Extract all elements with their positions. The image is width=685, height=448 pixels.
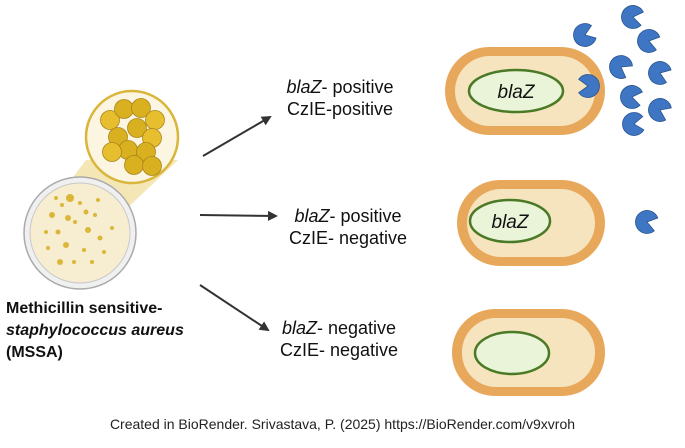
petri-dish [23,176,137,290]
arrow-to-branch-2 [199,210,278,221]
gene-status: - positive [329,206,402,226]
colony [49,212,55,218]
coccus [131,98,151,118]
colony [72,260,76,264]
colony [55,229,61,235]
organism-line-2: staphylococcus aureus [6,322,184,339]
bacterium-cell-3 [452,309,605,396]
blaz-plasmid [467,68,565,114]
coccus [127,118,147,138]
pacman-enzyme-icon [621,5,644,29]
colony [83,209,89,215]
colony [65,215,71,221]
czie-status: CzIE-positive [286,99,394,119]
colony [96,198,100,202]
branch-2-label: blaZ- positive CzIE- negative [278,205,418,249]
branch-3-label: blaZ- negative CzIE- negative [266,317,412,361]
coccus [145,110,165,130]
blaz-plasmid [468,198,552,244]
coccus [100,110,120,130]
pacman-enzyme-icon [648,61,672,85]
gene-name: blaZ [286,77,322,97]
colony [44,230,48,234]
arrow-to-branch-3 [199,284,270,332]
bacterium-cell-1: blaZ [445,47,605,135]
organism-line-1: Methicillin sensitive- [6,300,163,317]
pacman-enzyme-icon [620,85,643,109]
colony [63,242,69,248]
czie-status: CzIE- negative [279,340,399,360]
arrow-to-branch-1 [202,115,272,157]
colony [90,260,94,264]
colony [82,248,86,252]
empty-plasmid [473,330,551,376]
gene-name: blaZ [294,206,330,226]
pacman-enzyme-icon [635,210,659,234]
colony [102,250,106,254]
pacman-enzyme-icon [573,23,597,47]
colony [85,227,91,233]
blaz-label: blaZ [498,82,536,103]
coccus [102,142,122,162]
organism-label: Methicillin sensitive- staphylococcus au… [6,298,184,364]
colony [97,235,103,241]
cocci-cluster [100,98,165,176]
colony [93,213,97,217]
gene-status: - negative [316,318,397,338]
gene-name: blaZ [281,318,317,338]
pacman-enzyme-icon [648,98,672,122]
colony [78,201,82,205]
pacman-enzyme-icon [637,29,661,53]
colony [46,246,50,250]
organism-line-3: (MSSA) [6,344,63,361]
colony [66,194,74,202]
pacman-enzyme-icon [578,74,600,98]
footer-credit: Created in BioRender. Srivastava, P. (20… [109,416,576,432]
colony [54,196,58,200]
colony [57,259,63,265]
pacman-enzyme-icon [622,112,645,136]
branch-1-label: blaZ- positive CzIE-positive [272,76,408,120]
coccus [124,155,144,175]
zoom-circle [84,89,180,185]
coccus [142,156,162,176]
gene-status: - positive [321,77,394,97]
pacman-enzyme-icon [609,55,633,79]
czie-status: CzIE- negative [288,228,408,248]
colony [60,203,64,207]
bacterium-cell-2: blaZ [457,180,605,266]
colony [110,226,114,230]
blaz-label: blaZ [492,212,530,233]
enzyme-group [573,5,672,234]
coccus [114,99,134,119]
colony [73,220,77,224]
